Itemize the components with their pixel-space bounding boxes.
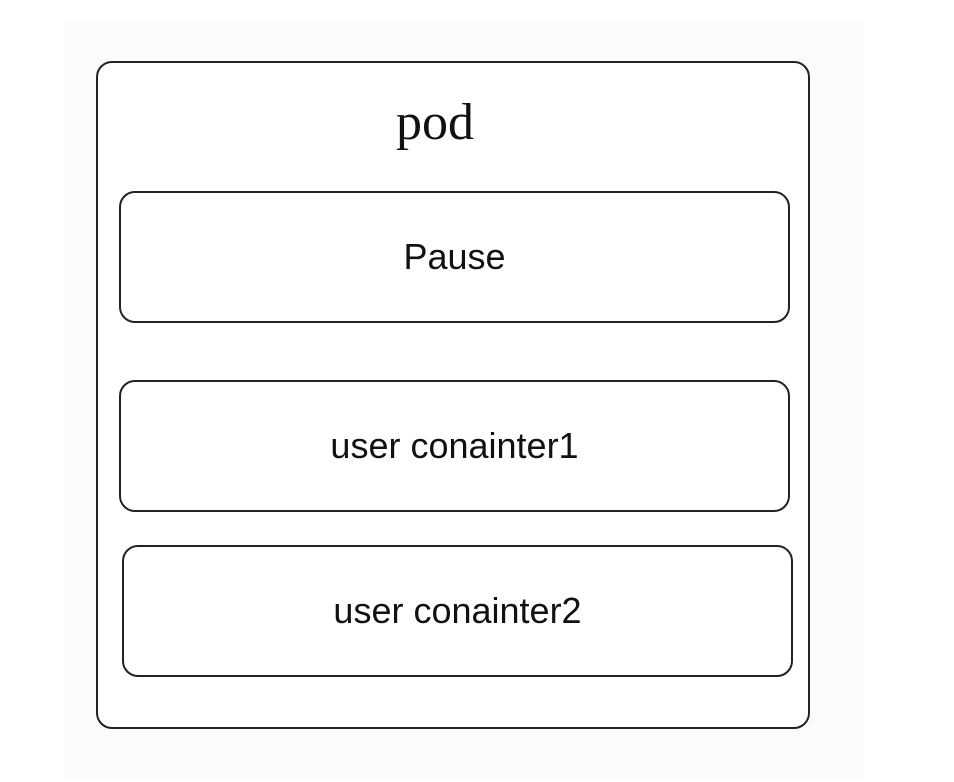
pod-box: pod Pause user conainter1 user conainter… — [96, 61, 810, 729]
container-user1: user conainter1 — [119, 380, 790, 512]
container-pause: Pause — [119, 191, 790, 323]
pod-title: pod — [396, 94, 474, 151]
container-label: user conainter1 — [330, 425, 579, 466]
container-label: Pause — [403, 236, 506, 277]
container-user2: user conainter2 — [122, 545, 793, 677]
container-label: user conainter2 — [333, 590, 582, 631]
